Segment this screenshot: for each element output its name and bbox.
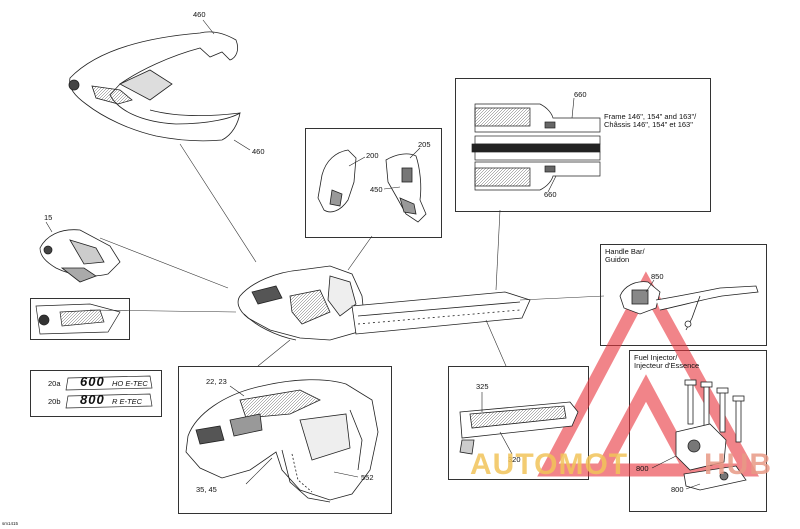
label-460-top: 460 [193,10,206,19]
watermark-logo [537,271,760,477]
leader-35-45 [245,457,273,485]
visor-part-15 [39,229,121,283]
hood-detail [185,379,379,503]
label-205: 205 [418,140,431,149]
leader-660-bottom [547,175,557,193]
note-fuel-en: Fuel Injector/ [634,353,678,362]
decal-600-suffix: HO E-TEC [112,379,148,388]
decal-600-number: 600 [80,374,105,389]
assembly-leaders [89,143,605,367]
label-15: 15 [44,213,53,222]
note-frame-en: Frame 146", 154" and 163"/ [604,112,697,121]
inset-frame-box [455,78,711,212]
leader-205 [409,147,421,159]
leader-320 [499,431,513,455]
label-20a: 20a [48,379,61,388]
decal-graphics [65,375,153,409]
label-460-bottom: 460 [252,147,265,156]
watermark-text-a: AUTOMOT [470,448,629,481]
leader-552 [333,471,359,478]
inset-decal-box [30,370,162,417]
inset-hood-box [178,366,392,514]
leader-22-23 [229,385,245,397]
decal-800-number: 800 [80,392,105,407]
label-850: 850 [651,272,664,281]
label-325: 325 [476,382,489,391]
label-800-b: 800 [671,485,684,494]
inset-side-panels-box [305,128,442,238]
label-200: 200 [366,151,379,160]
fuel-injector-part [675,379,747,491]
leader-800-a [651,455,677,469]
label-20b: 20b [48,397,61,406]
label-660-top: 660 [574,90,587,99]
leader-450 [383,186,401,190]
label-35-45: 35, 45 [196,485,217,494]
label-22-23: 22, 23 [206,377,227,386]
leader-660-top [571,97,575,119]
label-552: 552 [361,473,374,482]
main-hood-assembly [237,265,531,341]
leader-15 [45,221,53,233]
note-handlebar-en: Handle Bar/ [605,247,645,256]
leader-460-top [202,19,215,35]
inset-rail-box [448,366,589,480]
watermark-text-b: HUB [704,448,772,481]
hood-small-inset [35,303,121,335]
visor-part-460 [68,31,241,142]
leader-200 [348,156,366,167]
frame-decals-660 [471,103,601,191]
label-320: 320 [508,455,521,464]
handlebar-part [619,281,759,331]
note-fuel-fr: Injecteur d'Essence [634,361,700,370]
label-450: 450 [370,185,383,194]
leader-800-b [685,483,701,490]
note-frame-fr: Châssis 146", 154" et 163" [604,120,693,129]
inset-hood-small-box [30,298,130,340]
rail-decal [459,401,579,455]
label-660-bottom: 660 [544,190,557,199]
doc-code: sm1415 [2,521,19,526]
side-panels [317,149,427,223]
note-handlebar-fr: Guidon [605,255,630,264]
leader-460-bottom [233,139,251,151]
leader-850 [645,279,655,293]
label-800-a: 800 [636,464,649,473]
decal-800-suffix: R E-TEC [112,397,142,406]
